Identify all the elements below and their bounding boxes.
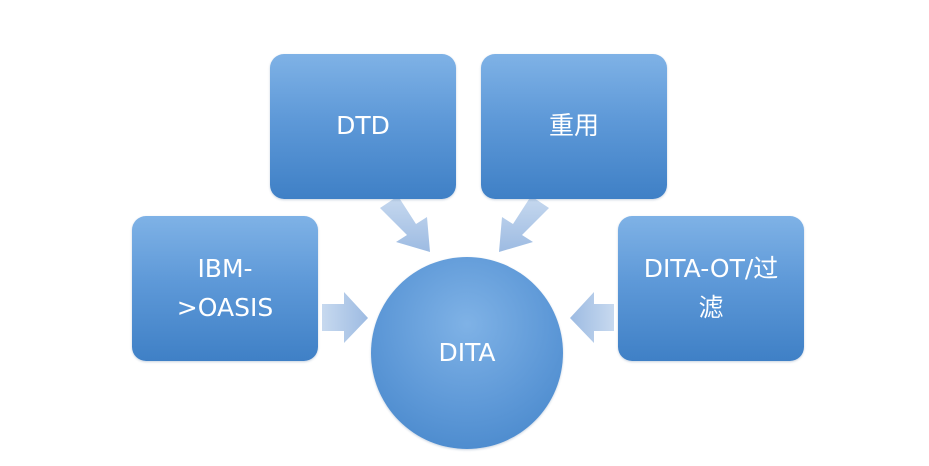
node-reuse-label: 重用: [548, 111, 599, 141]
node-reuse: 重用: [481, 54, 667, 199]
node-dtd: DTD: [270, 54, 456, 199]
arrow-ibm-to-dita: [322, 292, 368, 343]
arrow-reuse-to-dita: [499, 196, 549, 252]
node-dita-label: DITA: [438, 337, 496, 367]
node-ditaot-label-line2: 滤: [698, 292, 724, 322]
node-dita-center: DITA: [371, 257, 563, 449]
node-ibm-label-line1: IBM-: [197, 253, 253, 283]
arrow-dtd-to-dita: [380, 196, 430, 252]
node-ditaot-label-line1: DITA-OT/过: [643, 253, 779, 283]
node-dtd-label: DTD: [336, 111, 390, 141]
node-ibm-label-line2: >OASIS: [176, 292, 274, 322]
node-ibm-oasis: IBM- >OASIS: [132, 216, 318, 361]
node-dita-ot: DITA-OT/过 滤: [618, 216, 804, 361]
arrow-ditaot-to-dita: [570, 292, 614, 343]
